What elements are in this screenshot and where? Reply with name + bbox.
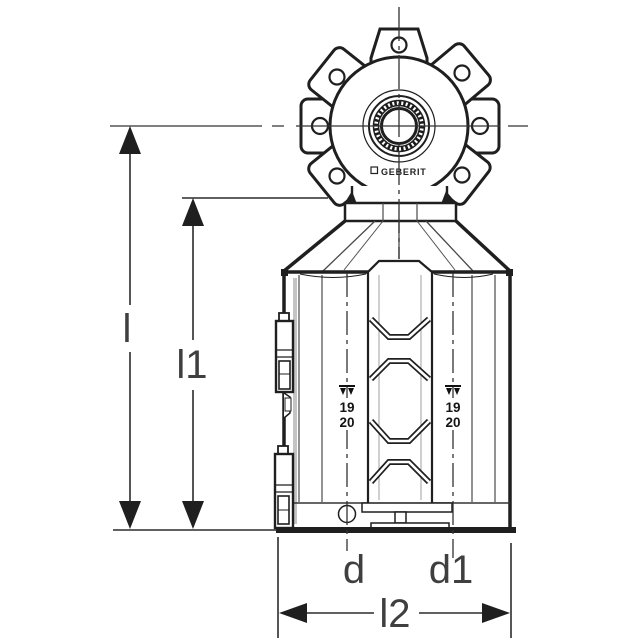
depth-mark-left: 19 20 (337, 385, 357, 430)
arrow-left-icon (279, 603, 307, 623)
arrow-right-icon (482, 603, 510, 623)
arrow-up-icon (119, 126, 141, 154)
housing-flare (282, 219, 512, 273)
chevron-core (370, 420, 430, 443)
chevron-core (370, 460, 430, 483)
collar-shape (343, 201, 458, 223)
valve-collar (343, 201, 458, 223)
flare-outer-edge (454, 219, 512, 273)
depth-mark-right: 19 20 (443, 385, 463, 430)
dimension-label-l1: l1 (176, 343, 207, 387)
depth-text-backing (337, 398, 357, 430)
chevron-core (370, 359, 430, 380)
depth-mark-tick-icon (340, 388, 346, 395)
depth-value: 20 (339, 415, 354, 430)
depth-mark-tick-icon (454, 388, 460, 395)
body-corner-joint (506, 269, 513, 276)
dimension-label-l2: l2 (379, 592, 410, 636)
arrow-down-icon (119, 501, 141, 529)
brand-logo-icon (370, 166, 379, 175)
strip-outline (366, 259, 434, 503)
flare-inner-edge (343, 220, 384, 271)
notch-detail (284, 397, 292, 412)
chevron-core (370, 318, 430, 339)
body-corner-joint (281, 269, 288, 276)
base-bottom-edge (276, 527, 516, 533)
depth-value: 20 (445, 415, 460, 430)
dimension-label-d: d (343, 548, 365, 592)
flange-bolt-hole (328, 167, 346, 185)
neck-corner-wedge (441, 191, 457, 204)
neck-fill (352, 186, 447, 203)
depth-mark-tick-icon (348, 388, 354, 395)
strip-footer-plate (361, 502, 453, 513)
flange-bolt-hole (328, 68, 346, 86)
flare-inner-edge (322, 220, 376, 272)
depth-value: 19 (445, 400, 460, 415)
depth-mark-tick-icon (446, 388, 452, 395)
pedestal-stem (394, 511, 407, 524)
neck-corner-wedge (344, 191, 357, 204)
body-panel-arc (433, 273, 494, 278)
flange-bolt-hole (453, 64, 471, 82)
chevron-strip (366, 259, 434, 503)
depth-value: 19 (339, 400, 354, 415)
arrow-down-icon (182, 501, 204, 529)
flare-inner-edge (425, 220, 474, 272)
chevron-mark-down (368, 316, 432, 340)
brand-text: GEBERIT (381, 167, 427, 177)
chevron-mark-up (368, 358, 432, 382)
dimension-l2: l2 (277, 537, 512, 638)
arrow-up-icon (182, 198, 204, 226)
base-assembly (276, 502, 516, 533)
depth-text-backing (443, 398, 463, 430)
clip-top-tab (278, 312, 290, 322)
retaining-clip-upper (274, 312, 295, 394)
retaining-clip-lower (273, 445, 295, 530)
centerlines (110, 7, 528, 558)
flange: GEBERIT (299, 27, 501, 207)
valve-neck (344, 186, 457, 204)
clip-notch (283, 392, 292, 419)
flare-outer-edge (282, 219, 347, 273)
dimension-l: l (113, 126, 277, 531)
brand-logo: GEBERIT (370, 166, 427, 177)
dimension-label-d1: d1 (429, 548, 474, 592)
chevron-mark-up (368, 459, 432, 485)
dimension-label-l: l (123, 307, 132, 351)
chevron-mark-down (368, 418, 432, 444)
clip-top-tab (277, 445, 289, 455)
flange-bolt-hole (453, 166, 471, 184)
clip-latch (278, 360, 291, 390)
flare-inner-edge (416, 220, 456, 271)
dimension-l1: l1 (176, 197, 328, 529)
body-panel-arc (299, 273, 367, 278)
